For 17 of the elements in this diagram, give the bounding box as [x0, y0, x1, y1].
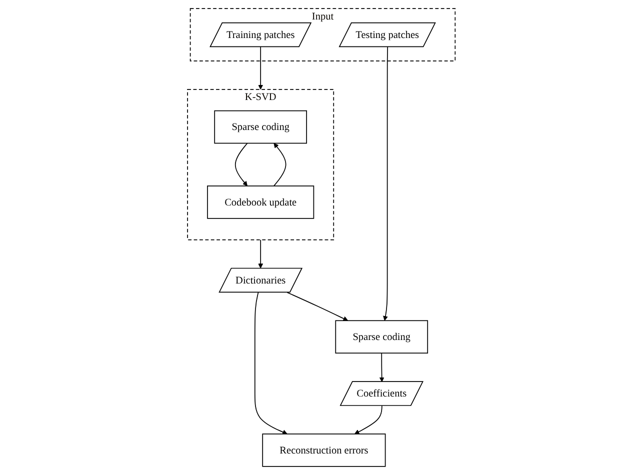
process-box: Reconstruction errors — [262, 434, 386, 467]
arrow — [258, 239, 264, 268]
arrow — [235, 142, 248, 186]
group-title: K-SVD — [245, 91, 276, 103]
arrow — [258, 46, 264, 90]
group-title: Input — [312, 10, 334, 22]
arrow — [354, 405, 382, 434]
arrow — [274, 143, 286, 186]
process-box: Sparse coding — [335, 320, 428, 354]
arrow — [254, 292, 288, 434]
arrow — [383, 46, 388, 321]
process-box: Codebook update — [207, 186, 314, 219]
arrow — [286, 292, 348, 321]
data-parallelogram: Coefficients — [340, 381, 424, 406]
process-box: Sparse coding — [214, 110, 308, 144]
data-parallelogram: Dictionaries — [218, 268, 303, 293]
arrow — [379, 352, 384, 382]
